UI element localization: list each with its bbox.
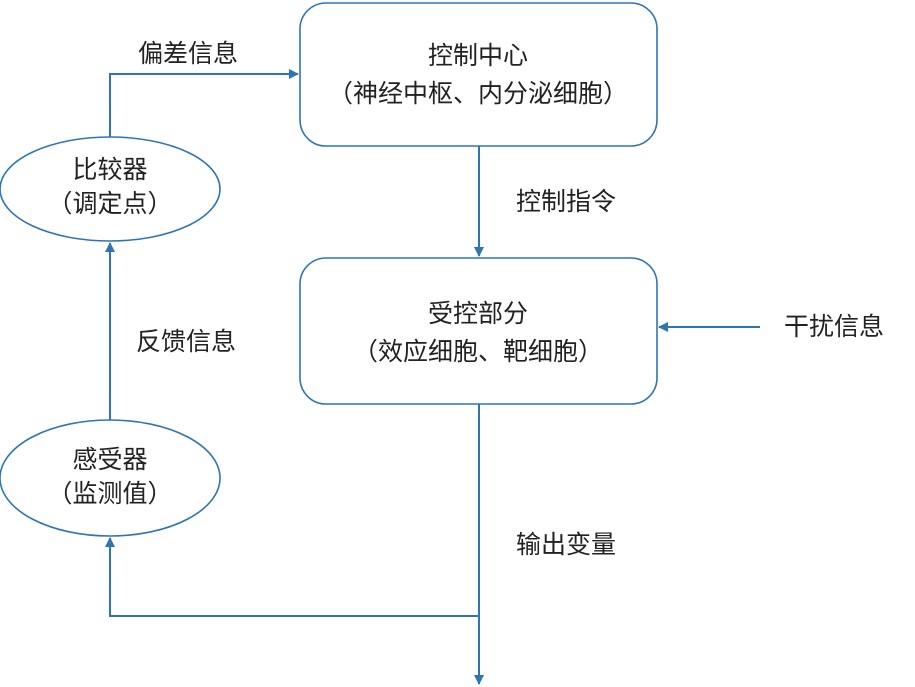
controlled-part-subtitle: （效应细胞、靶细胞） xyxy=(353,337,603,366)
disturbance-info-label: 干扰信息 xyxy=(784,312,884,341)
control-center-title: 控制中心 xyxy=(428,41,528,70)
control-command-label: 控制指令 xyxy=(516,187,616,216)
sensor-input-arrow xyxy=(105,537,479,617)
controlled-part-title: 受控部分 xyxy=(428,299,528,328)
sensor-ellipse xyxy=(0,419,221,537)
controlled-part-box xyxy=(299,257,658,405)
deviation-info-arrow xyxy=(109,69,299,137)
control-center-node: 控制中心 （神经中枢、内分泌细胞） xyxy=(299,2,658,147)
deviation-info-label: 偏差信息 xyxy=(138,39,238,68)
comparator-title: 比较器 xyxy=(72,155,147,184)
controlled-part-node: 受控部分 （效应细胞、靶细胞） xyxy=(299,257,658,405)
output-variable-label: 输出变量 xyxy=(516,530,616,559)
sensor-node: 感受器 （监测值） xyxy=(0,419,221,537)
control-center-box xyxy=(299,2,658,147)
comparator-node: 比较器 （调定点） xyxy=(0,136,221,242)
feedback-info-label: 反馈信息 xyxy=(136,327,236,356)
comparator-subtitle: （调定点） xyxy=(47,189,172,218)
control-center-subtitle: （神经中枢、内分泌细胞） xyxy=(328,79,628,108)
sensor-title: 感受器 xyxy=(72,445,147,474)
sensor-subtitle: （监测值） xyxy=(47,479,172,508)
